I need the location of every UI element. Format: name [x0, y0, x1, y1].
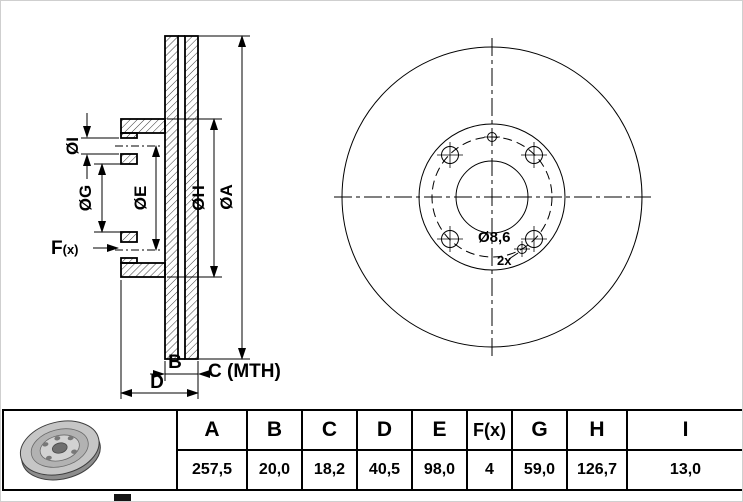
spec-value: 18,2 [301, 449, 358, 491]
dimension-dia-e: ØE [115, 145, 163, 251]
hat-face-segment [120, 257, 138, 264]
dia-i-label: ØI [63, 137, 82, 155]
center-bore-circle [455, 160, 529, 234]
c-mth-label: C (MTH) [208, 361, 281, 382]
pin-hole-diameter-label: Ø8,6 [478, 229, 511, 246]
dimension-dia-a: ØA [199, 35, 250, 360]
brake-disc-icon [19, 420, 101, 481]
spec-col-header: G [511, 409, 568, 451]
spec-col-header: A [176, 409, 248, 451]
spec-value: 257,5 [176, 449, 248, 491]
spec-col-header: H [566, 409, 628, 451]
spec-value: 40,5 [356, 449, 413, 491]
hat-face-segment [120, 132, 138, 139]
dia-h-label: ØH [189, 185, 208, 211]
spec-col-header: D [356, 409, 413, 451]
dimension-dia-i: ØI [63, 113, 119, 179]
b-label: B [168, 352, 182, 373]
dia-e-label: ØE [131, 186, 150, 211]
hat-face-segment [120, 153, 138, 165]
locating-pin-holes [484, 132, 530, 260]
spec-value: 4 [466, 449, 513, 491]
dimension-dia-g: ØG [76, 163, 121, 233]
engineering-drawing: ØI ØG ØE ØH [51, 35, 651, 399]
spec-col-header: C [301, 409, 358, 451]
bolt-holes [437, 142, 547, 252]
hat-face-segment [120, 231, 138, 243]
spec-col-header: E [411, 409, 468, 451]
dimension-d: D [120, 280, 199, 399]
dimension-dia-h: ØH [167, 118, 222, 278]
spec-value: 98,0 [411, 449, 468, 491]
spec-col-header: F(x) [466, 409, 513, 451]
dia-g-label: ØG [76, 185, 95, 211]
spec-value: 126,7 [566, 449, 628, 491]
spec-value: 59,0 [511, 449, 568, 491]
front-view: Ø8,6 2x [334, 38, 651, 357]
spec-col-header: I [626, 409, 742, 451]
spec-table: A B C D E F(x) G H I 257,5 20,0 18,2 40,… [2, 409, 742, 491]
dimension-f: F(x) [51, 238, 119, 259]
dia-a-label: ØA [217, 184, 236, 210]
spec-col-header: B [246, 409, 303, 451]
hat-top-flange [120, 118, 166, 134]
pin-hole-count-label: 2x [497, 253, 512, 268]
hub-face-circle [418, 123, 566, 271]
d-label: D [150, 372, 164, 393]
spec-value: 13,0 [626, 449, 742, 491]
f-label: F(x) [51, 238, 79, 259]
ring-outer-plate [184, 35, 199, 360]
disc-outer-circle [341, 46, 643, 348]
hat-bottom-flange [120, 262, 166, 278]
ring-inner-plate [164, 35, 179, 360]
spec-value: 20,0 [246, 449, 303, 491]
product-thumbnail-cell [2, 409, 178, 491]
page-edge-mark [114, 494, 131, 501]
section-view: ØI ØG ØE ØH [51, 35, 281, 399]
